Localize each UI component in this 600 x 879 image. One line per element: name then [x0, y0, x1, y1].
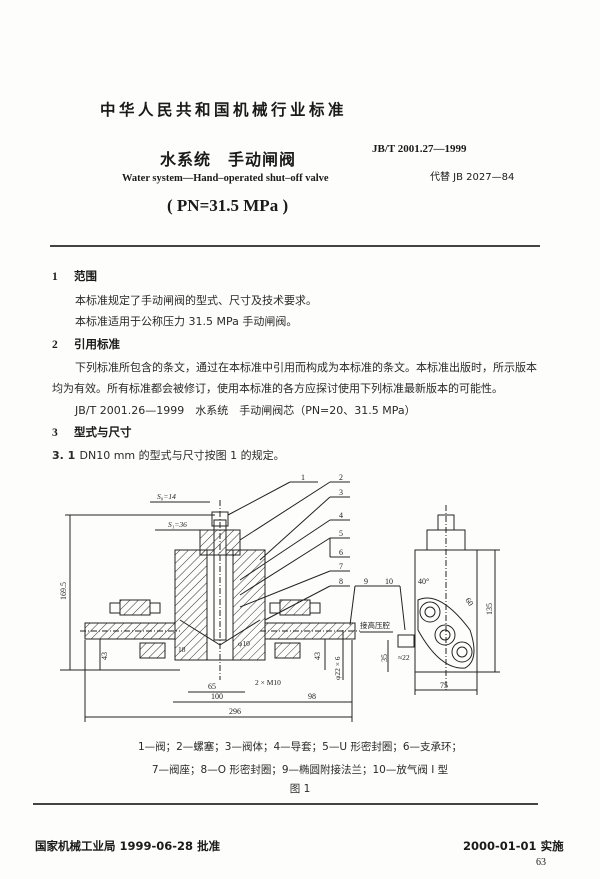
dim-s1: S₁=36: [168, 520, 187, 529]
callout-4: 4: [339, 511, 343, 520]
effective-date: 2000-01-01 实施: [463, 839, 564, 853]
nominal-pressure: ( PN=31.5 MPa ): [167, 196, 289, 215]
callout-9: 9: [364, 577, 368, 586]
callout-leaders: [227, 481, 350, 621]
section-3-heading: 3 型式与尺寸: [52, 424, 132, 440]
section-number: 3: [52, 427, 58, 439]
paragraph: 本标准规定了手动闸阀的型式、尺寸及技术要求。: [75, 294, 317, 307]
callout-8: 8: [339, 577, 343, 586]
port-label: 接高压腔: [360, 620, 390, 630]
section-title: 引用标准: [74, 337, 121, 351]
footer-rule: [33, 803, 538, 805]
title-english: Water system—Hand–operated shut–off valv…: [122, 173, 329, 184]
figure-legend-line-2: 7—阀座；8—O 形密封圈；9—椭圆附接法兰；10—放气阀 I 型: [151, 764, 449, 776]
dim-75: 75: [440, 681, 448, 690]
figure-legend-line-1: 1—阀；2—螺塞；3—阀体；4—导套；5—U 形密封圈；6—支承环；: [137, 741, 463, 753]
callout-10: 10: [385, 577, 393, 586]
paragraph: 下列标准所包含的条文，通过在本标准中引用而构成为本标准的条文。本标准出版时，所示…: [75, 361, 537, 374]
paragraph: 本标准适用于公称压力 31.5 MPa 手动闸阀。: [75, 315, 298, 328]
dim-holes: 2 × M10: [255, 678, 281, 687]
callout-7: 7: [339, 562, 343, 571]
callout-1: 1: [301, 473, 305, 482]
section-number: 2: [52, 339, 58, 351]
dim-98: 98: [308, 692, 316, 701]
clause-text: DN10 mm 的型式与尺寸按图 1 的规定。: [79, 449, 285, 462]
callout-2: 2: [339, 473, 343, 482]
paragraph: 均为有效。所有标准都会被修订，使用本标准的各方应探讨使用下列标准最新版本的可能性…: [52, 382, 503, 395]
dim-60: 60: [463, 596, 475, 608]
figure-caption: 图 1: [289, 783, 311, 795]
section-2-heading: 2 引用标准: [52, 336, 120, 352]
section-1-heading: 1 范围: [52, 268, 97, 284]
figure-1-drawing: 169.5 43 43 φ22 × 6 18 φ10 2 × M10 65 10…: [59, 473, 500, 722]
dim-296: 296: [229, 707, 241, 716]
title-chinese: 水系统 手动闸阀: [160, 150, 297, 169]
referenced-standard: JB/T 2001.26—1999 水系统 手动闸阀芯（PN=20、31.5 M…: [75, 404, 416, 417]
dim-height-total: 169.5: [59, 582, 68, 600]
dim-135: 135: [485, 603, 494, 615]
section-title: 型式与尺寸: [74, 425, 132, 439]
dim-phi22: φ22 × 6: [333, 656, 342, 680]
page-number: 63: [536, 857, 546, 868]
section-number: 1: [52, 271, 58, 283]
dim-right-43: 43: [313, 652, 322, 660]
issuing-organization: 中华人民共和国机械行业标准: [100, 101, 348, 119]
callout-3: 3: [339, 488, 343, 497]
dim-18: 18: [178, 645, 186, 654]
dim-phi10: φ10: [238, 639, 250, 648]
standard-code: JB/T 2001.27—1999: [372, 143, 467, 155]
dim-100: 100: [211, 692, 223, 701]
callout-6: 6: [339, 548, 343, 557]
clause-3-1: 3. 1 DN10 mm 的型式与尺寸按图 1 的规定。: [52, 447, 285, 463]
dim-65: 65: [208, 682, 216, 691]
replaces-standard: 代替 JB 2027—84: [430, 172, 515, 183]
dim-s0: S₀=14: [157, 492, 176, 501]
dim-35: 35: [380, 654, 389, 662]
section-title: 范围: [74, 269, 98, 283]
approval-info: 国家机械工业局 1999-06-28 批准: [35, 839, 221, 853]
callout-5: 5: [339, 529, 343, 538]
dim-22: ≈22: [398, 653, 410, 662]
dim-angle: 40°: [418, 577, 429, 586]
dim-left-43: 43: [100, 652, 109, 660]
clause-number: 3. 1: [52, 449, 76, 462]
header-rule: [50, 245, 540, 247]
